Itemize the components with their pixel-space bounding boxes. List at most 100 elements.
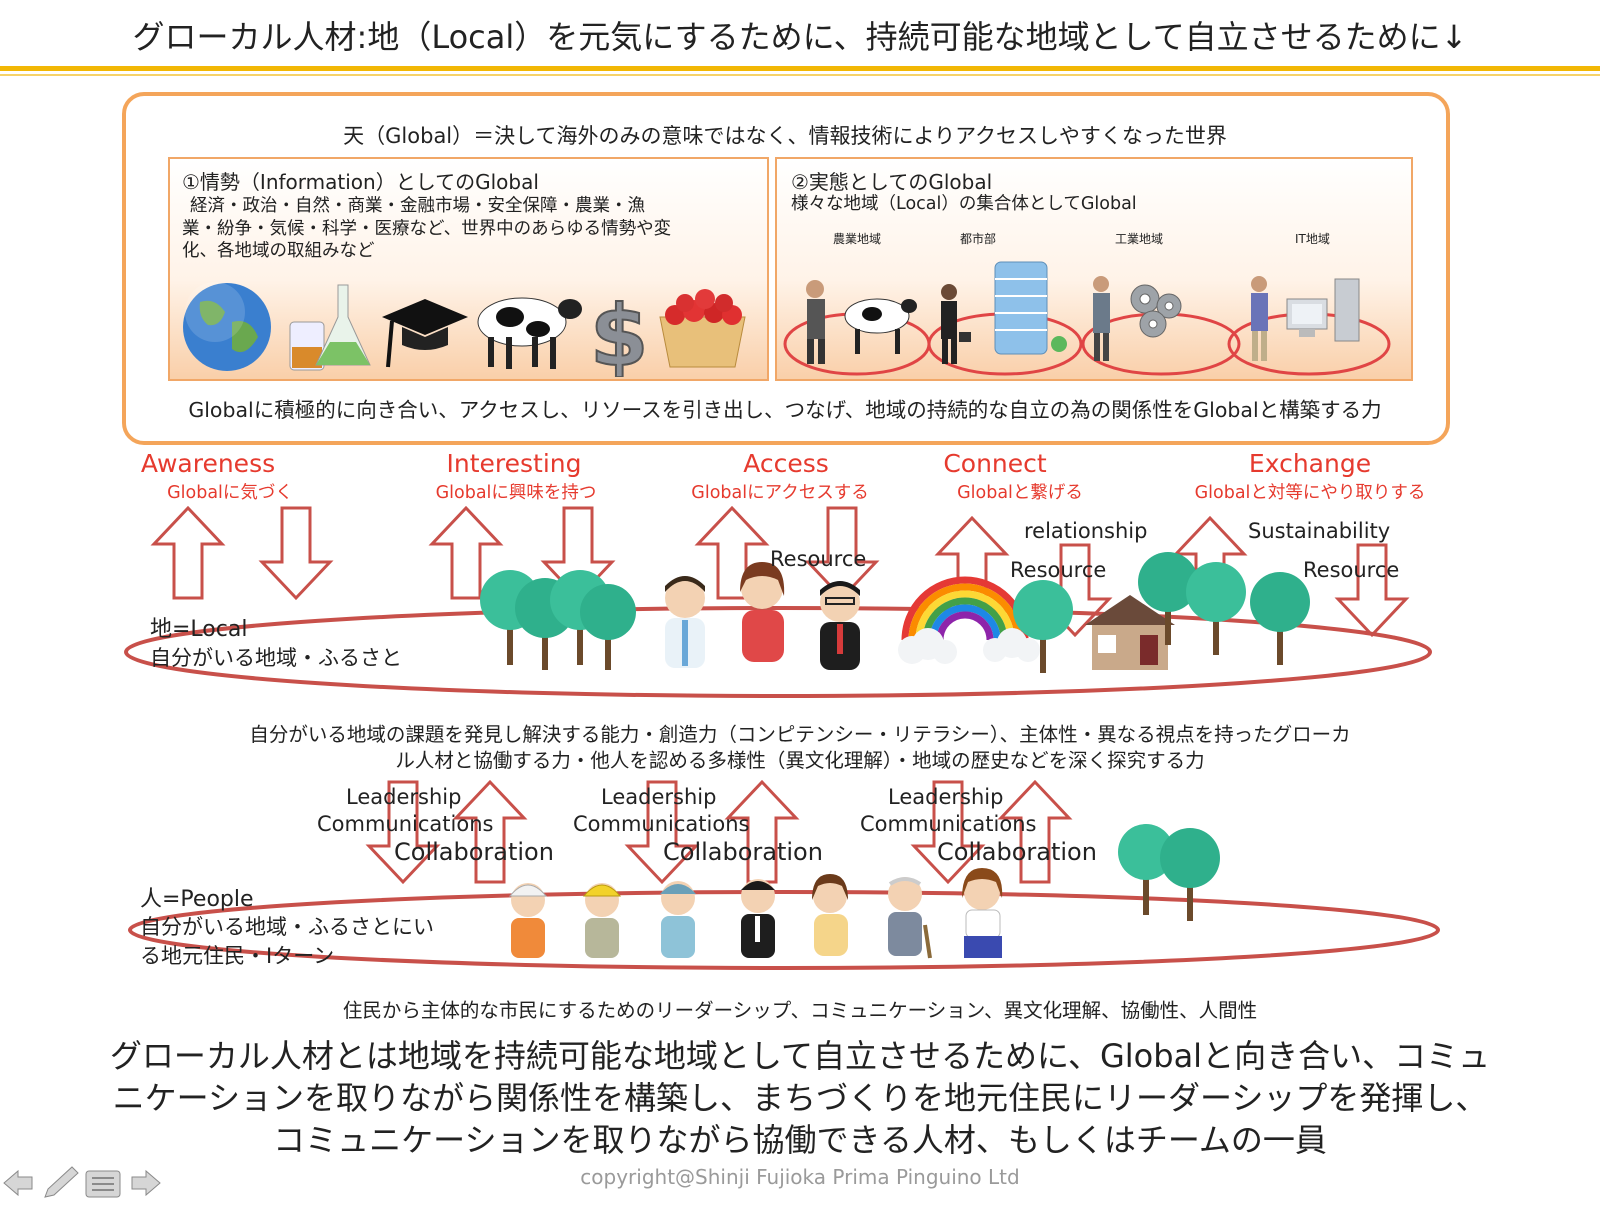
person-suit-icon <box>741 879 775 958</box>
person-businessman-icon <box>820 581 860 670</box>
people-label: 人=People <box>140 887 254 912</box>
reality-heading: ②実態としてのGlobal <box>791 170 993 194</box>
graduation-cap-icon <box>382 299 468 368</box>
flask-icon <box>289 284 371 371</box>
strawberry-icon <box>659 289 746 368</box>
people-description: 住民から主体的な市民にするためのリーダーシップ、コミュニケーション、異文化理解、… <box>342 999 1258 1022</box>
tree-icon <box>1118 824 1174 915</box>
communications-label-3: Communications <box>860 812 1037 836</box>
slide-title: グローカル人材:地（Local）を元気にするために、持続可能な地域として自立させ… <box>132 18 1468 56</box>
leadership-label-2: Leadership <box>601 785 717 809</box>
people-diagram <box>128 780 1440 970</box>
stage-access: Access <box>743 449 829 478</box>
region-label-urban: 都市部 <box>960 232 997 246</box>
collaboration-label-3: Collaboration <box>937 838 1097 866</box>
resource-label-connect: Resource <box>1010 558 1107 582</box>
stage-interesting-jp: Globalに興味を持つ <box>435 483 597 503</box>
up-arrow-awareness <box>152 506 224 600</box>
stage-access-jp: Globalにアクセスする <box>691 483 869 503</box>
worker-icon <box>1093 276 1110 361</box>
title-underline-thin <box>0 74 1600 76</box>
information-panel: ①情勢（Information）としてのGlobal 経済・政治・自然・商業・金… <box>168 157 769 381</box>
tree-icon <box>1160 828 1220 921</box>
stage-connect-jp: Globalと繋げる <box>957 483 1083 503</box>
collaboration-label-2: Collaboration <box>663 838 823 866</box>
region-label-industry: 工業地域 <box>1115 232 1164 246</box>
leadership-label-1: Leadership <box>346 785 462 809</box>
person-helmet-worker-icon <box>508 883 548 958</box>
office-building-icon <box>994 261 1067 355</box>
stage-awareness: Awareness <box>140 449 276 478</box>
rainbow-icon <box>901 576 1029 641</box>
person-doctor-icon <box>665 576 705 668</box>
reality-panel: ②実態としてのGlobal 様々な地域（Local）の集合体としてGlobal … <box>775 157 1413 381</box>
stage-exchange: Exchange <box>1248 449 1372 478</box>
conclusion-line2: ニケーションを取りながら関係性を構築し、まちづくりを地元住民にリーダーシップを発… <box>112 1079 1488 1117</box>
local-label: 地=Local <box>150 617 248 642</box>
resource-label-access: Resource <box>770 547 867 571</box>
person-worker-cap-icon <box>660 881 696 958</box>
next-arrow-icon[interactable] <box>131 1169 161 1197</box>
globe-icon <box>183 282 271 371</box>
person-construction-icon <box>582 883 622 958</box>
information-line1: 経済・政治・自然・商業・金融市場・安全保障・農業・漁 <box>190 196 645 216</box>
stage-awareness-jp: Globalに気づく <box>167 483 293 503</box>
down-arrow-awareness <box>260 506 332 600</box>
tree-icon <box>1186 562 1246 655</box>
stage-interesting: Interesting <box>446 449 582 478</box>
pen-icon[interactable] <box>44 1166 79 1198</box>
tree-icon <box>580 584 636 670</box>
cow-small-icon <box>844 298 917 354</box>
communications-label-2: Communications <box>573 812 750 836</box>
tree-icon <box>1250 572 1310 665</box>
person-woman-icon <box>812 874 848 956</box>
people-sublabel-2: る地元住民・Iターン <box>140 944 335 968</box>
copyright-text: copyright@Shinji Fujioka Prima Pinguino … <box>580 1165 1020 1189</box>
leadership-label-3: Leadership <box>888 785 1004 809</box>
people-sublabel-1: 自分がいる地域・ふるさとにい <box>140 915 434 939</box>
local-description-line1: 自分がいる地域の課題を発見し解決する能力・創造力（コンピテンシー・リテラシー）、… <box>249 723 1351 746</box>
cow-icon <box>477 297 582 369</box>
tree-icon <box>1013 580 1073 673</box>
stage-exchange-jp: Globalと対等にやり取りする <box>1194 483 1426 503</box>
global-footer: Globalに積極的に向き合い、アクセスし、リソースを引き出し、つなげ、地域の持… <box>188 398 1382 422</box>
local-sublabel: 自分がいる地域・ふるさと <box>150 646 402 670</box>
communications-label-1: Communications <box>317 812 494 836</box>
previous-arrow-icon[interactable] <box>3 1169 33 1197</box>
information-heading: ①情勢（Information）としてのGlobal <box>182 170 539 194</box>
reality-subheading: 様々な地域（Local）の集合体としてGlobal <box>791 194 1137 214</box>
resource-label-exchange: Resource <box>1303 558 1400 582</box>
local-diagram <box>124 506 1432 698</box>
local-ellipse <box>124 606 1432 698</box>
slide-nav <box>3 1166 161 1198</box>
businessman-icon <box>941 284 971 364</box>
information-line2: 業・紛争・気候・科学・医療など、世界中のあらゆる情勢や変 <box>182 219 672 239</box>
person-woman-icon <box>740 562 785 662</box>
cloud-icon <box>898 628 957 664</box>
conclusion-text: グローカル人材とは地域を持続可能な地域として自立させるために、Globalと向き… <box>0 1035 1600 1161</box>
conclusion-line3: コミュニケーションを取りながら協働できる人材、もしくはチームの一員 <box>273 1121 1327 1159</box>
house-icon <box>1085 595 1175 670</box>
region-label-agriculture: 農業地域 <box>833 232 882 246</box>
menu-icon[interactable] <box>85 1170 121 1198</box>
person-student-icon <box>962 868 1003 958</box>
stage-connect: Connect <box>943 449 1047 478</box>
dollar-icon: $ <box>589 286 649 377</box>
global-header: 天（Global）＝決して海外のみの意味ではなく、情報技術によりアクセスしやすく… <box>343 124 1227 148</box>
regions-illustration <box>783 261 1391 376</box>
region-label-it: IT地域 <box>1295 232 1330 246</box>
local-description-line2: ル人材と協働する力・他人を認める多様性（異文化理解）・地域の歴史などを深く探究す… <box>395 749 1205 772</box>
sustainability-label: Sustainability <box>1248 519 1391 543</box>
svg-text:$: $ <box>590 287 648 377</box>
collaboration-label-1: Collaboration <box>394 838 554 866</box>
people-ellipse <box>128 890 1440 970</box>
cloud-icon <box>983 628 1040 662</box>
conclusion-line1: グローカル人材とは地域を持続可能な地域として自立させるために、Globalと向き… <box>109 1037 1491 1075</box>
tree-icon <box>1138 552 1198 645</box>
computer-icon <box>1286 278 1360 342</box>
information-icons: $ <box>183 282 746 377</box>
gears-icon <box>1130 284 1182 338</box>
relationship-label: relationship <box>1024 519 1148 543</box>
information-line3: 化、各地域の取組みなど <box>182 241 375 261</box>
farmer-icon <box>806 280 825 364</box>
